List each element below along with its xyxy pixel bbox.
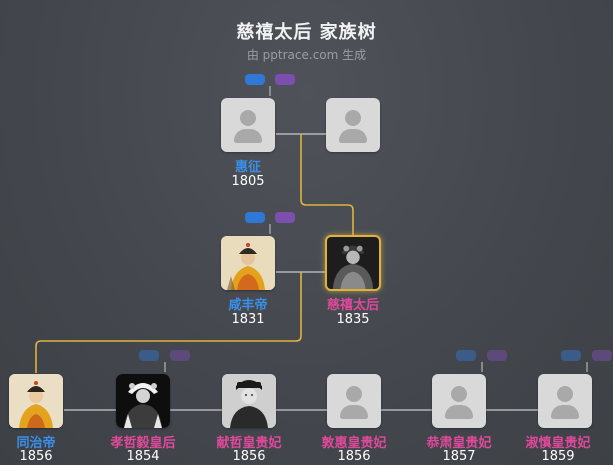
person-birth-year: 1856 <box>19 449 53 464</box>
person-birth-year: 1854 <box>126 449 160 464</box>
person-placeholder-icon <box>346 386 362 402</box>
page-subtitle: 由 pptrace.com 生成 <box>246 48 367 62</box>
expand-relatives-button[interactable] <box>275 212 295 223</box>
expand-relatives-button[interactable] <box>170 350 190 361</box>
person-birth-year: 1835 <box>336 312 370 327</box>
person-birth-year: 1859 <box>541 449 575 464</box>
person-card-xiaozheyi[interactable] <box>116 374 170 428</box>
expand-ancestors-button[interactable] <box>456 350 476 361</box>
person-name[interactable]: 咸丰帝 <box>228 298 268 313</box>
person-card-gongsu[interactable] <box>432 374 486 428</box>
person-card-huizheng[interactable] <box>221 98 275 152</box>
expand-ancestors-button[interactable] <box>561 350 581 361</box>
emperor-portrait <box>9 374 63 428</box>
person-card-shushen[interactable] <box>538 374 592 428</box>
person-placeholder-icon <box>240 110 256 126</box>
person-name[interactable]: 献哲皇贵妃 <box>216 436 282 451</box>
person-birth-year: 1805 <box>231 174 265 189</box>
person-birth-year: 1831 <box>231 312 265 327</box>
lineage-line-highlight <box>300 134 354 235</box>
bw-photo-portrait <box>222 374 276 428</box>
person-name[interactable]: 淑慎皇贵妃 <box>525 436 591 451</box>
bw-photo-portrait <box>116 374 170 428</box>
person-birth-year: 1856 <box>232 449 266 464</box>
person-name[interactable]: 恭肃皇贵妃 <box>426 436 492 451</box>
person-name[interactable]: 孝哲毅皇后 <box>110 436 176 451</box>
expand-relatives-button[interactable] <box>487 350 507 361</box>
expand-ancestors-button[interactable] <box>139 350 159 361</box>
empress-portrait <box>327 237 379 289</box>
person-birth-year: 1856 <box>337 449 371 464</box>
person-card-dunhui[interactable] <box>327 374 381 428</box>
emperor-portrait <box>221 236 275 290</box>
person-name[interactable]: 同治帝 <box>16 436 56 451</box>
person-name[interactable]: 慈禧太后 <box>326 298 379 313</box>
page-title: 慈禧太后 家族树 <box>236 22 377 43</box>
person-card-xianfeng[interactable] <box>221 236 275 290</box>
person-placeholder-icon <box>451 386 467 402</box>
person-placeholder-icon <box>557 386 573 402</box>
person-card-cixi[interactable] <box>325 235 381 291</box>
expand-ancestors-button[interactable] <box>245 212 265 223</box>
lineage-line-highlight <box>35 272 302 373</box>
person-name[interactable]: 惠征 <box>234 160 261 175</box>
expand-relatives-button[interactable] <box>275 74 295 85</box>
expand-ancestors-button[interactable] <box>245 74 265 85</box>
person-name[interactable]: 敦惠皇贵妃 <box>321 436 387 451</box>
person-card-tongzhi[interactable] <box>9 374 63 428</box>
person-birth-year: 1857 <box>442 449 476 464</box>
expand-relatives-button[interactable] <box>592 350 612 361</box>
person-placeholder-icon <box>345 110 361 126</box>
person-card-huizheng-spouse[interactable] <box>326 98 380 152</box>
person-card-xianzhe[interactable] <box>222 374 276 428</box>
